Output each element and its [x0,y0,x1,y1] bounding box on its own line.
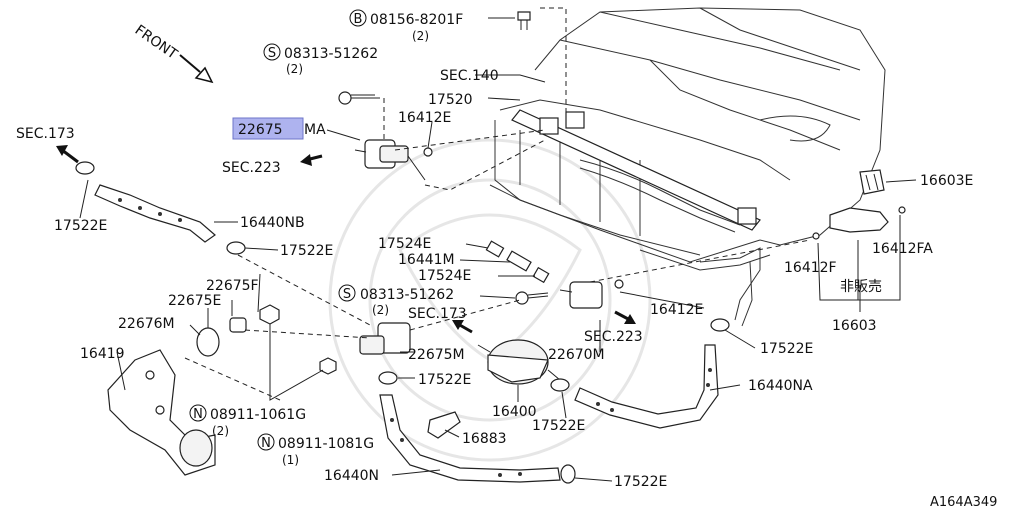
hose-clamp-17522e-a [75,161,95,175]
hose-clamp-17522e-d [550,378,570,392]
p16412e-mid-label: 16412E [650,302,703,318]
nut-08911-1081g [319,357,337,375]
nut-08911-1061g [259,304,280,325]
p16440nb-label: 16440NB [240,215,305,231]
p16440n-label: 16440N [324,468,379,484]
p17522e-f-label: 17522E [614,474,667,490]
p22675ma-suffix: MA [304,122,326,138]
fuel-injector-16603 [812,206,906,240]
bracket-22676m [107,349,216,476]
fuel-filter-16400 [477,339,561,385]
p16412fa-label: 16412FA [872,241,933,257]
p16400-label: 16400 [492,404,537,420]
circle-n-marker-2: N [257,433,275,451]
p22675e-label: 22675E [168,293,221,309]
bolt-08313-51262-top [338,91,375,105]
svg-text:S: S [268,46,276,61]
collar-22675f [229,317,247,333]
sec140-label: SEC.140 [440,68,499,84]
pressure-regulator-22675m [359,322,411,355]
hose-16441m [485,240,550,284]
bolt-08156-8201f [517,11,531,30]
p22675m-label: 22675M [408,347,465,363]
damper-22670m [559,281,603,309]
not-sold-label: 非販売 [840,279,882,295]
arrow-sec173-left-icon [56,145,79,164]
p16441m-label: 16441M [398,252,455,268]
fuel-hose-16440nb [94,184,216,243]
bolt-08313-51262-mid [515,291,549,305]
svg-text:B: B [354,12,363,27]
circle-b-marker: B [349,9,367,27]
svg-text:N: N [261,436,271,451]
p16412e-top-label: 16412E [398,110,451,126]
bolt-b-label: 08156-8201F [370,12,463,28]
o-ring-16412e-mid [614,279,624,289]
sec173-mid-label: SEC.173 [408,306,467,322]
insulator-22675e [196,327,220,357]
circle-s-marker-top: S [263,43,281,61]
p17522e-a-label: 17522E [54,218,107,234]
nut-n1-label: 08911-1061G [210,407,306,423]
sec223-left-label: SEC.223 [222,160,281,176]
bolt-s-mid-label: 08313-51262 [360,287,454,303]
svg-text:N: N [193,407,203,422]
bolt-s-mid-qty: (2) [372,303,389,317]
nut-n1-qty: (2) [212,424,229,438]
arrow-sec223-left-icon [300,154,323,166]
circle-n-marker-1: N [189,404,207,422]
p22675f-label: 22675F [206,278,259,294]
arrow-sec173-mid-icon [452,320,473,334]
arrow-sec223-mid-icon [614,310,636,324]
hose-clip-16883 [427,411,461,439]
bolt-s-top-label: 08313-51262 [284,46,378,62]
highlighted-part-number: 22675 [238,122,283,138]
bolt-s-top-qty: (2) [286,62,303,76]
p22670m-label: 22670M [548,347,605,363]
nut-n2-qty: (1) [282,453,299,467]
hose-clamp-17522e-b [226,241,246,255]
p17524e-b-label: 17524E [418,268,471,284]
leader-lines [79,7,917,482]
catalog-code: A164A349 [930,495,997,510]
front-arrow-icon [179,54,214,84]
engine-intake-manifold [489,7,886,327]
fuel-hose-16440n [379,394,561,483]
p16603e-label: 16603E [920,173,973,189]
p17522e-b-label: 17522E [280,243,333,259]
sec173-left-label: SEC.173 [16,126,75,142]
pressure-regulator-22675ma [354,139,426,181]
svg-text:S: S [343,287,351,302]
sec223-mid-label: SEC.223 [584,329,643,345]
hose-clamp-17522e-f [560,464,576,484]
fuel-hose-16440na [574,344,719,429]
o-ring-16412e-top [423,147,433,157]
highlighted-part-box [232,117,304,140]
p17524e-a-label: 17524E [378,236,431,252]
p16603-label: 16603 [832,318,877,334]
nut-n2-label: 08911-1081G [278,436,374,452]
hose-clamp-17522e-e [710,318,730,332]
bolt-b-qty: (2) [412,29,429,43]
p16883-label: 16883 [462,431,507,447]
clip-16603e [859,169,885,195]
p17522e-c-label: 17522E [760,341,813,357]
p17522e-e-label: 17522E [532,418,585,434]
front-label: FRONT [132,22,181,63]
p17522e-d-label: 17522E [418,372,471,388]
p16412f-label: 16412F [784,260,837,276]
hose-clamp-17522e-c [378,371,398,385]
p16440na-label: 16440NA [748,378,813,394]
p22676m-label: 22676M [118,316,175,332]
circle-s-marker-mid: S [338,284,356,302]
p17520-label: 17520 [428,92,473,108]
p16419-label: 16419 [80,346,125,362]
